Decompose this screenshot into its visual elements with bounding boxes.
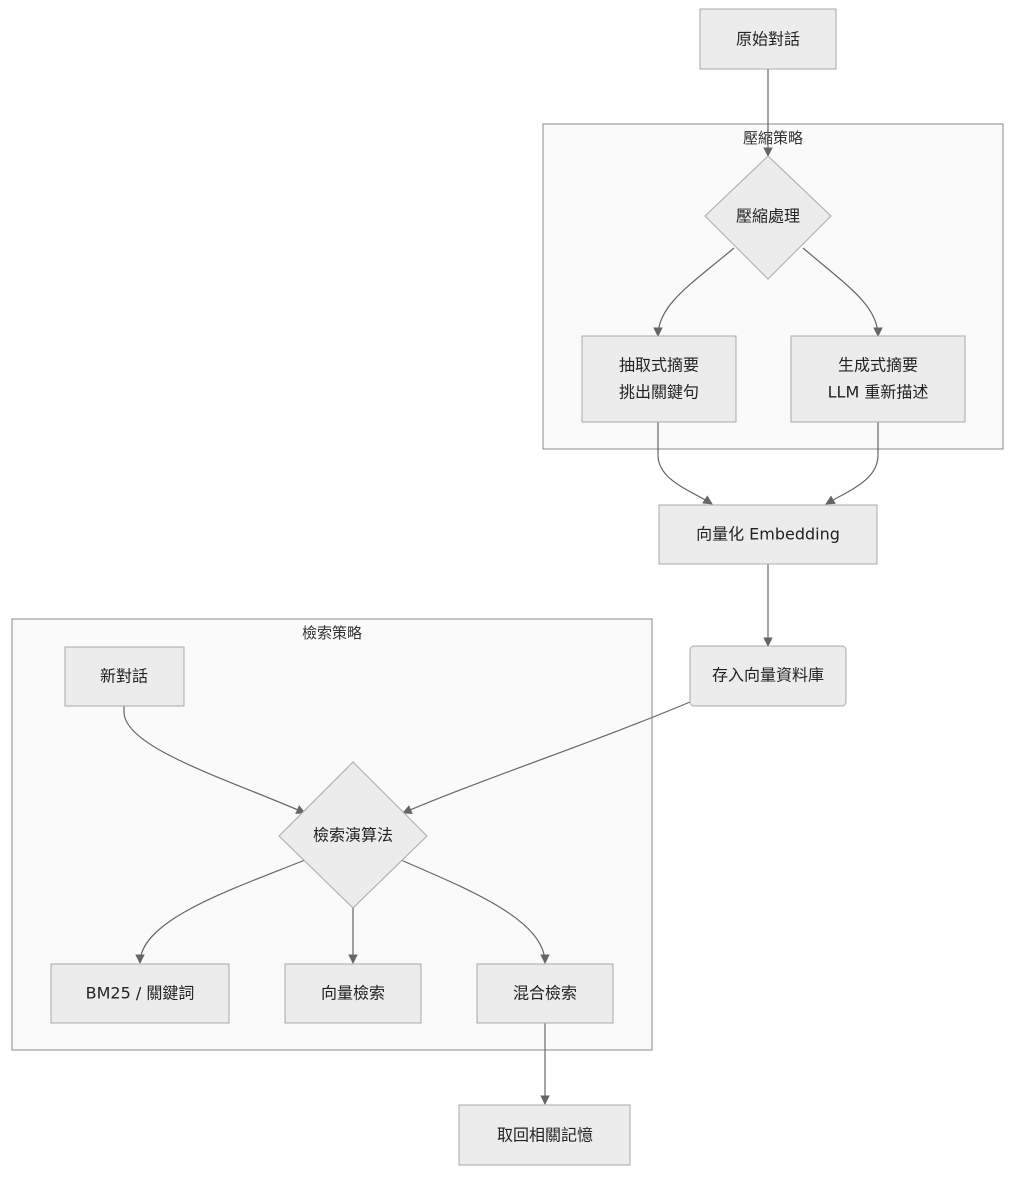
node-store-db-label: 存入向量資料庫 (712, 666, 824, 685)
edge-generative-to-embedding (825, 422, 879, 505)
node-store-db: 存入向量資料庫 (689, 645, 847, 707)
cluster-retrieval-label: 檢索策略 (302, 624, 362, 642)
node-compress-process: 壓縮處理 (704, 155, 832, 280)
node-recall-memory: 取回相關記憶 (458, 1104, 631, 1166)
node-new-dialog-label: 新對話 (100, 667, 148, 686)
node-embedding-label: 向量化 Embedding (696, 525, 840, 544)
node-retrieval-algo: 檢索演算法 (278, 761, 428, 909)
node-new-dialog: 新對話 (64, 646, 185, 707)
node-embedding: 向量化 Embedding (658, 504, 878, 565)
edge-algo-to-hybrid (400, 859, 550, 964)
edge-compress-to-extractive (653, 247, 735, 337)
node-extractive-line2: 挑出關鍵句 (619, 383, 699, 402)
edge-newdialog-to-algo (123, 706, 306, 814)
node-recall-memory-label: 取回相關記憶 (497, 1126, 593, 1145)
node-vector-search-label: 向量檢索 (321, 984, 385, 1003)
edge-extractive-to-embedding (657, 422, 713, 505)
node-extractive-line1: 抽取式摘要 (619, 356, 699, 375)
node-vector-search: 向量檢索 (284, 963, 422, 1024)
node-hybrid-search-label: 混合檢索 (513, 984, 577, 1003)
node-compress-process-label: 壓縮處理 (736, 207, 800, 226)
node-bm25-label: BM25 / 關鍵詞 (86, 984, 195, 1003)
node-bm25: BM25 / 關鍵詞 (50, 963, 230, 1024)
node-generative-line2: LLM 重新描述 (828, 383, 929, 402)
edge-compress-to-generative (802, 247, 883, 337)
edges (123, 69, 883, 1105)
edge-algo-to-bm25 (135, 859, 306, 964)
node-generative: 生成式摘要 LLM 重新描述 (790, 335, 966, 423)
node-raw-dialog: 原始對話 (699, 8, 837, 70)
node-hybrid-search: 混合檢索 (476, 963, 614, 1024)
edge-store-to-algo (402, 701, 691, 815)
node-raw-dialog-label: 原始對話 (736, 30, 800, 49)
node-extractive: 抽取式摘要 挑出關鍵句 (581, 335, 737, 423)
node-generative-line1: 生成式摘要 (838, 356, 918, 375)
node-retrieval-algo-label: 檢索演算法 (313, 826, 393, 845)
cluster-compression-label: 壓縮策略 (743, 129, 803, 147)
